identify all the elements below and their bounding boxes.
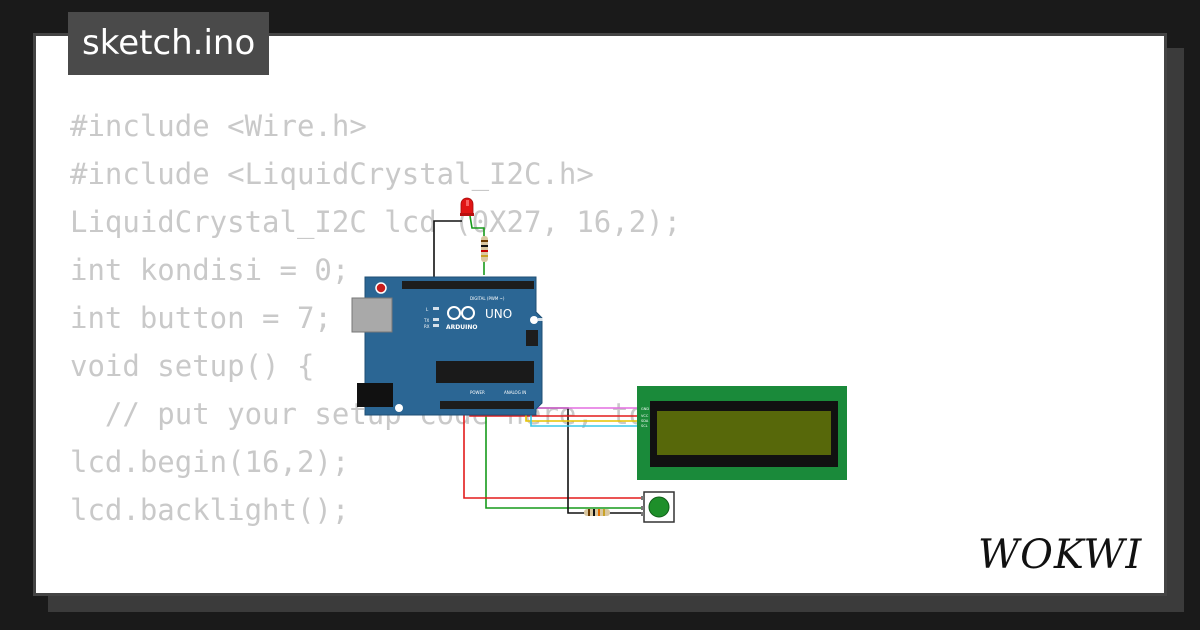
- board-model-label: UNO: [485, 307, 512, 321]
- wokwi-logo: WOKWI: [978, 532, 1142, 576]
- code-line: int button = 7;: [70, 301, 332, 335]
- lcd-pin-label: GND: [641, 407, 649, 411]
- file-tab[interactable]: sketch.ino: [68, 12, 270, 75]
- rx-led-label: RX: [424, 324, 430, 329]
- code-line: LiquidCrystal_I2C lcd (0X27, 16,2);: [70, 205, 682, 239]
- lcd-screen: [657, 411, 831, 455]
- icsp-header: [526, 330, 538, 346]
- wire-led-resistor: [469, 215, 485, 236]
- lcd-16x2-i2c[interactable]: GND VCC SDA SCL: [637, 386, 847, 480]
- wire-led-gnd: [433, 220, 462, 282]
- lcd-pin-label: SCL: [641, 424, 648, 428]
- code-line: #include <Wire.h>: [70, 109, 367, 143]
- button-resistor: [584, 509, 610, 516]
- power-analog-header: [440, 401, 534, 409]
- digital-header: [402, 281, 534, 289]
- wire-5v: [463, 408, 641, 499]
- code-line: lcd.begin(16,2);: [70, 445, 350, 479]
- digital-header-label: DIGITAL (PWM ~): [470, 296, 505, 301]
- code-line: #include <LiquidCrystal_I2C.h>: [70, 157, 594, 191]
- power-jack: [357, 383, 393, 407]
- analog-header-label: ANALOG IN: [504, 390, 526, 395]
- arduino-uno-board[interactable]: UNO ARDUINO DIGITAL (PWM ~) POWER ANALOG…: [351, 276, 557, 416]
- code-line: void setup() {: [70, 349, 315, 383]
- lcd-pin-label: VCC: [641, 414, 649, 418]
- usb-port: [351, 297, 393, 333]
- editor-panel: #include <Wire.h> #include <LiquidCrystal…: [33, 33, 1167, 596]
- code-line: lcd.backlight();: [70, 493, 350, 527]
- l-led-label: L: [426, 307, 429, 312]
- lcd-pin-label: SDA: [641, 419, 649, 423]
- wire-lcd-scl: [530, 408, 640, 427]
- wire-lcd-sda: [525, 408, 640, 422]
- power-header-label: POWER: [470, 390, 485, 395]
- code-line: int kondisi = 0;: [70, 253, 350, 287]
- wokwi-logo-text: WOKWI: [978, 532, 1142, 576]
- push-button[interactable]: [641, 491, 675, 523]
- led-resistor: [481, 236, 488, 262]
- arduino-infinity-logo: [447, 306, 475, 320]
- atmega-chip: [436, 361, 534, 383]
- red-led[interactable]: [460, 197, 474, 216]
- board-brand-label: ARDUINO: [446, 324, 477, 331]
- tx-led-label: TX: [423, 318, 429, 323]
- reset-button[interactable]: [375, 282, 387, 294]
- on-led-label: ON: [551, 318, 557, 323]
